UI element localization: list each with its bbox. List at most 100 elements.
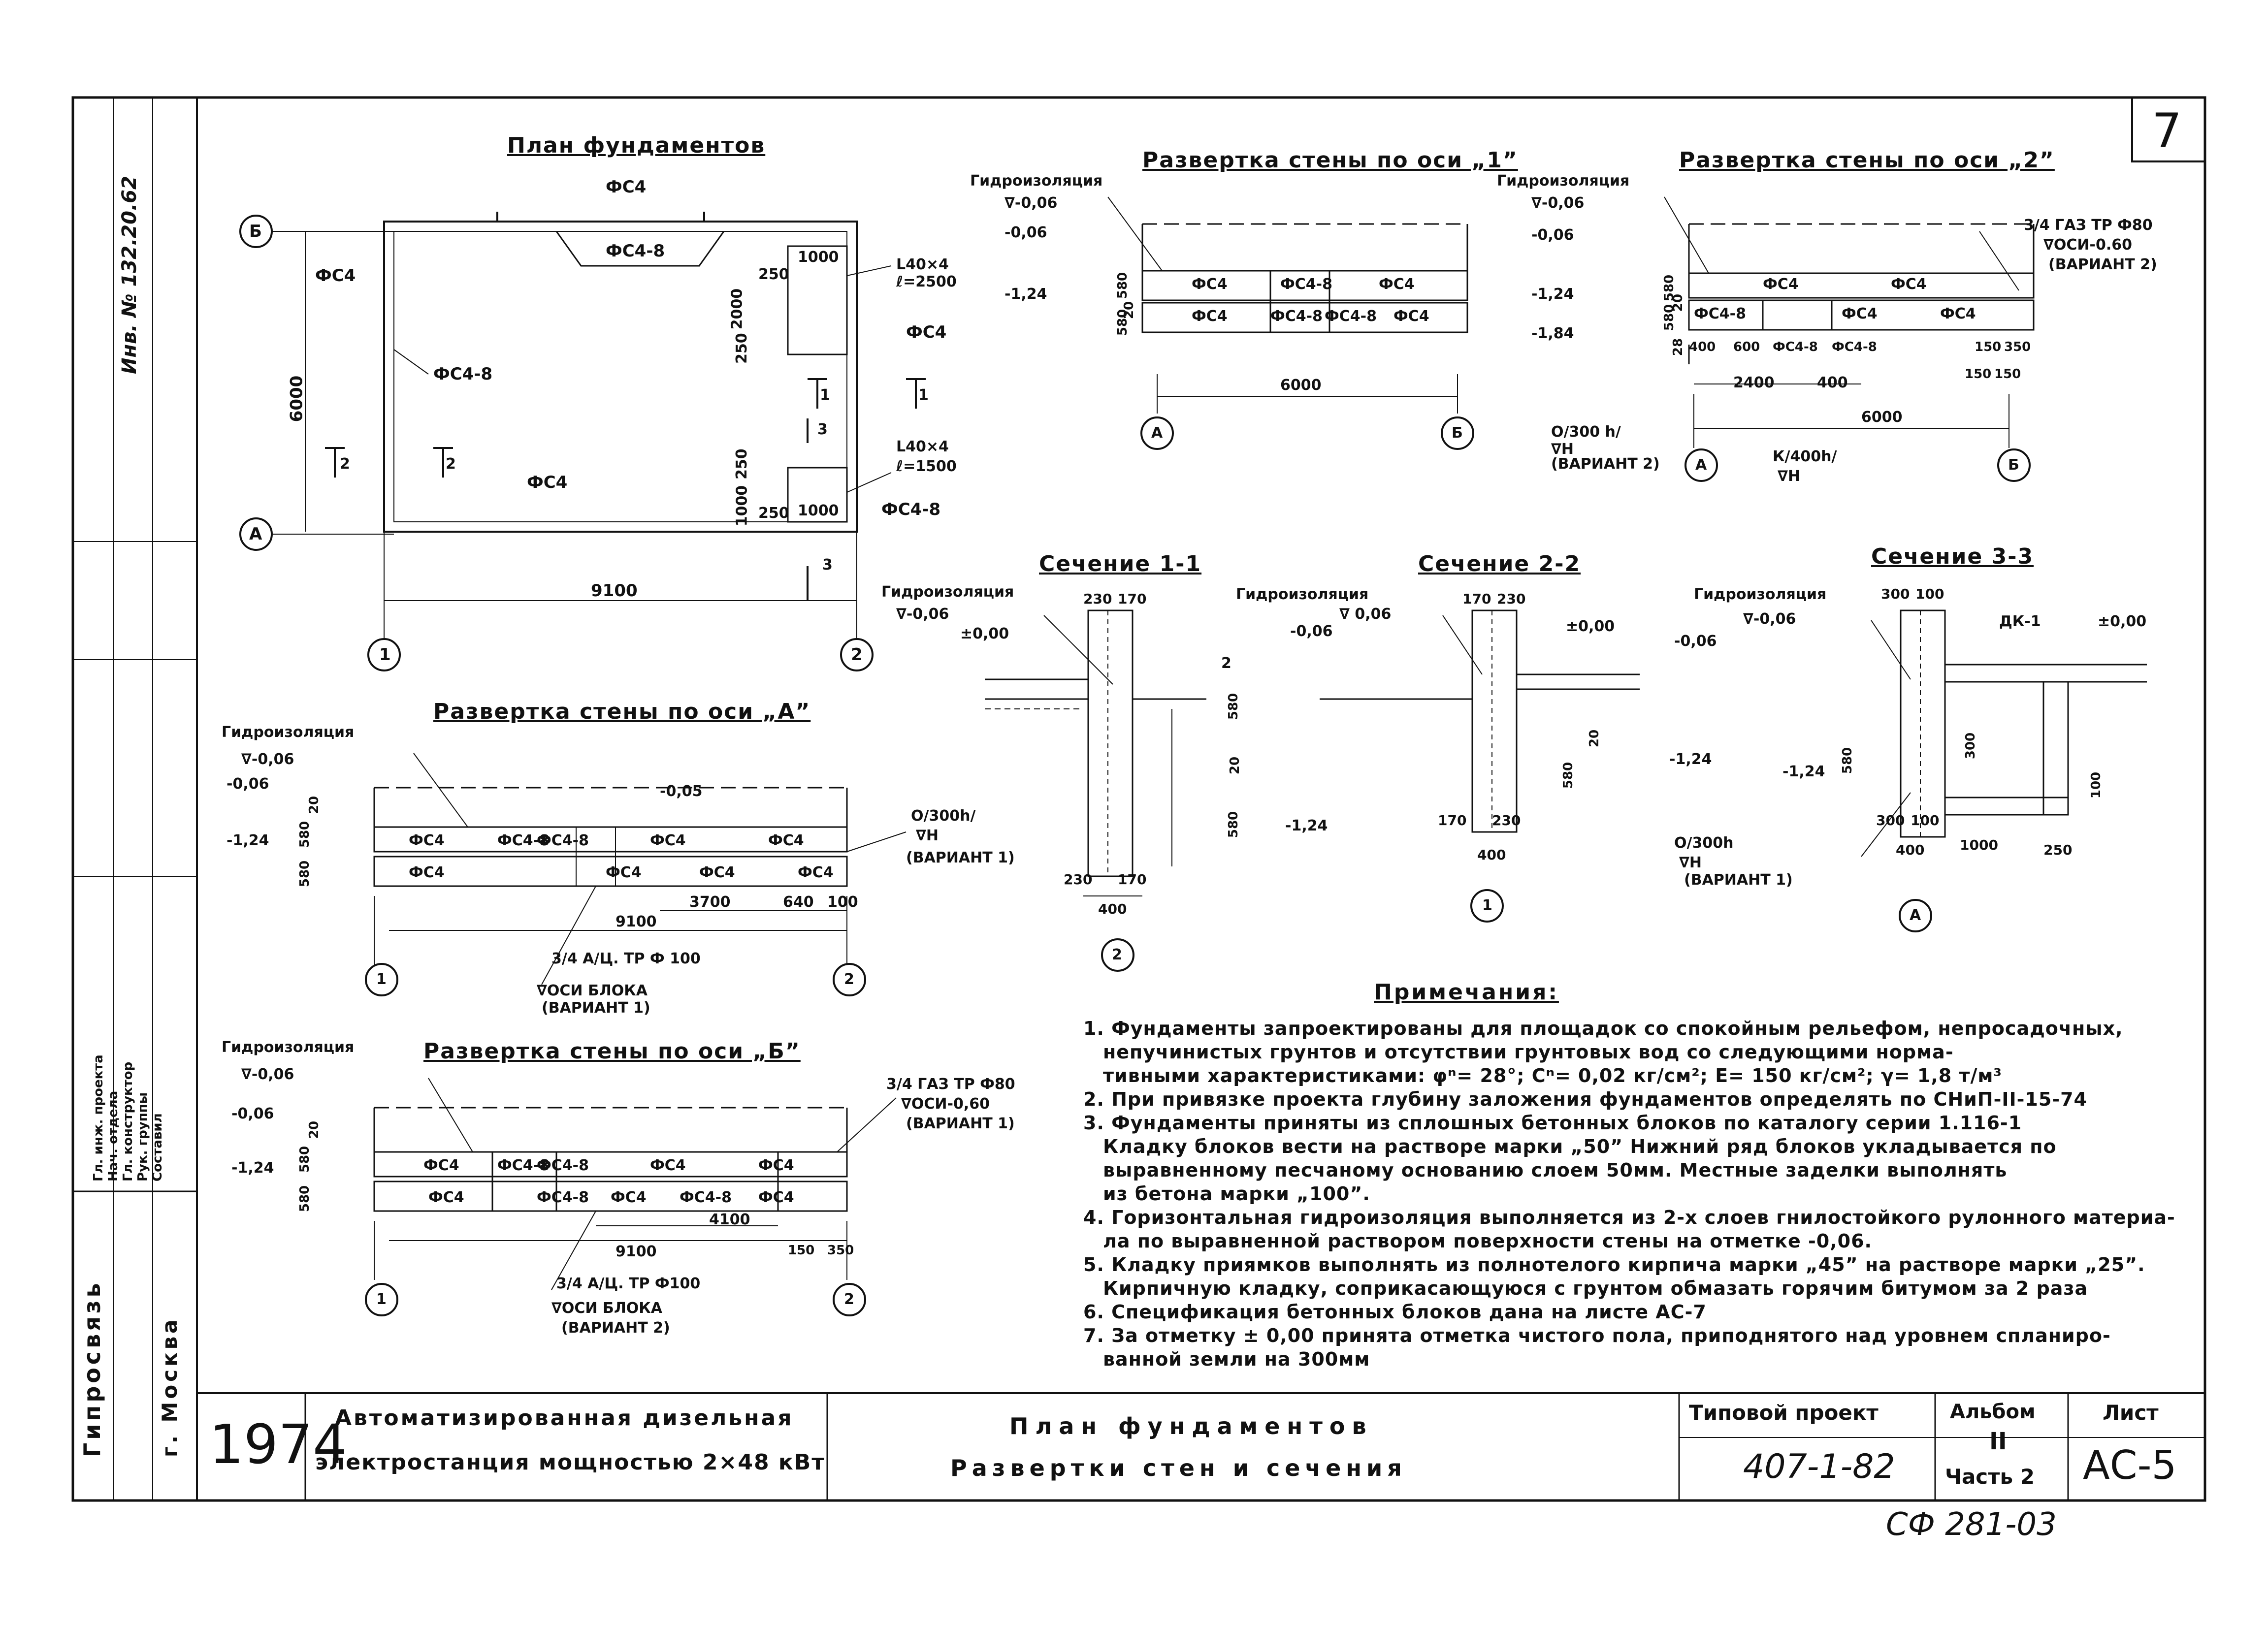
plan-dim-1000a: 1000 xyxy=(798,249,839,266)
note-line: тивными характеристиками: φⁿ= 28°; Cⁿ= 0… xyxy=(1103,1065,2003,1086)
sec22-d170b: 170 xyxy=(1438,812,1467,829)
sec22-level2: -0,06 xyxy=(1290,623,1333,640)
razv2-hydro: Гидроизоляция xyxy=(1497,172,1630,190)
razv2-d-fs48b: ФС4-8 xyxy=(1832,340,1877,354)
plan-axis-2: 2 xyxy=(851,645,863,665)
sec11-level-m124: -1,24 xyxy=(1285,817,1328,834)
sec11-level0: ±0,00 xyxy=(960,625,1009,642)
plan-dim-250d: 250 xyxy=(758,505,789,522)
stamp-part-label: Часть 2 xyxy=(1945,1465,2035,1489)
sec22-title: Сечение 2-2 xyxy=(1418,551,1581,576)
razv2-block-bot-1: ФС4 xyxy=(1842,305,1878,322)
note-line: 5. Кладку приямков выполнять из полнотел… xyxy=(1083,1254,2145,1276)
note-line: непучинистых грунтов и отсутствии грунто… xyxy=(1103,1041,1954,1063)
razvB-dim-9100: 9100 xyxy=(616,1243,657,1260)
razvA-block-bot-2: ФС4 xyxy=(699,864,735,881)
note-line: выравненному песчаному основанию слоем 5… xyxy=(1103,1159,2008,1181)
razv2-d600: 600 xyxy=(1733,340,1760,354)
plan-axis-b: Б xyxy=(249,222,262,241)
razvB-gas-axis: ∇ОСИ-0,60 xyxy=(901,1095,990,1113)
razv1-block-bot-0: ФС4 xyxy=(1192,308,1228,325)
razv2-block-bot-2: ФС4 xyxy=(1940,305,1976,322)
razvB-pipe: 3/4 А/Ц. ТР Ф100 xyxy=(556,1275,701,1292)
sec11-hydro: Гидроизоляция xyxy=(881,583,1014,601)
sec33-d100: 100 xyxy=(1915,586,1944,602)
razvB-hydro: Гидроизоляция xyxy=(222,1039,355,1056)
razvB-block-bot-3: ФС4-8 xyxy=(680,1189,732,1206)
razvB-block-top-3: ФС4 xyxy=(650,1157,686,1174)
sec22-d170: 170 xyxy=(1462,591,1491,607)
razvA-level1: ∇-0,06 xyxy=(241,751,294,768)
plan-dim-1000b: 1000 xyxy=(798,502,839,519)
razvA-level4: -1,24 xyxy=(227,832,269,849)
razvB-level1: ∇-0,06 xyxy=(241,1066,294,1083)
plan-title: План фундаментов xyxy=(507,133,766,158)
razvA-level2: -0,06 xyxy=(227,775,269,793)
razv1-hydro: Гидроизоляция xyxy=(970,172,1103,190)
stamp-sheet-label: Лист xyxy=(2103,1401,2159,1425)
razv2-dim-6000: 6000 xyxy=(1861,409,1903,426)
razv2-block-top-1: ФС4 xyxy=(1891,276,1927,293)
razvB-axis-2: 2 xyxy=(844,1291,854,1308)
stamp-album-label: Альбом xyxy=(1950,1401,2036,1423)
sec33-d300b: 300 xyxy=(1876,812,1905,829)
razv2-dim-400: 400 xyxy=(1817,374,1848,391)
plan-label-fs4-right: ФС4 xyxy=(906,322,947,342)
sec11-title: Сечение 1-1 xyxy=(1039,551,1202,576)
plan-angle2: L40×4 xyxy=(896,438,949,455)
razv2-d150c: 150 xyxy=(1994,367,2021,382)
sec22-hydro: Гидроизоляция xyxy=(1236,586,1369,603)
razv2-axis-b: Б xyxy=(2008,456,2019,474)
plan-angle2-length: ℓ=1500 xyxy=(896,458,957,475)
stamp-sheet-value: АС-5 xyxy=(2083,1442,2177,1488)
razv2-vh: ∇Н xyxy=(1551,441,1574,458)
razv2-d150a: 150 xyxy=(1975,340,2002,354)
plan-label-fs4-bottom: ФС4 xyxy=(527,473,568,492)
razvA-block-bot-1: ФС4 xyxy=(606,864,642,881)
sec11-d170: 170 xyxy=(1118,591,1147,607)
razv2-block-top-0: ФС4 xyxy=(1763,276,1799,293)
razvB-block-top-0: ФС4 xyxy=(423,1157,459,1174)
sec11-d230: 230 xyxy=(1083,591,1112,607)
razvA-title: Развертка стены по оси „А” xyxy=(433,699,811,724)
sec33-v300: 300 xyxy=(1963,732,1978,760)
sec22-d400: 400 xyxy=(1477,847,1506,863)
razvB-pipe-axis: ∇ОСИ БЛОКА xyxy=(551,1300,662,1317)
sec22-level0: ±0,00 xyxy=(1566,618,1615,635)
razv1-block-bot-1: ФС4-8 xyxy=(1270,308,1323,325)
plan-angle1: L40×4 xyxy=(896,256,949,273)
plan-axis-a: А xyxy=(249,524,262,544)
razvA-o300: О/300h/ xyxy=(911,807,976,825)
plan-angle1-length: ℓ=2500 xyxy=(896,273,957,290)
side-top-code: Инв. № 132.20.62 xyxy=(118,176,141,374)
sec22-level-m124: -1,24 xyxy=(1669,751,1712,768)
plan-cut-3: 3 xyxy=(817,421,828,438)
razv2-dim-2400: 2400 xyxy=(1733,374,1775,391)
note-line: 1. Фундаменты запроектированы для площад… xyxy=(1083,1018,2123,1039)
stamp-drawing-line2: Развертки стен и сечения xyxy=(950,1455,1407,1481)
razvA-pipe: 3/4 А/Ц. ТР Ф 100 xyxy=(551,950,701,967)
sec33-title: Сечение 3-3 xyxy=(1871,544,2034,569)
razvB-block-bot-1: ФС4-8 xyxy=(537,1189,589,1206)
razvB-block-top-2: ФС4-8 xyxy=(537,1157,589,1174)
razv1-title: Развертка стены по оси „1” xyxy=(1142,148,1518,173)
sec33-level-m124: -1,24 xyxy=(1782,763,1825,780)
side-role-4: Составил xyxy=(150,1113,165,1181)
sec22-axis: 1 xyxy=(1482,897,1492,914)
razvA-dim-3700: 3700 xyxy=(689,894,731,911)
note-line: 2. При привязке проекта глубину заложени… xyxy=(1083,1088,2087,1110)
side-role-3: Рук. группы xyxy=(135,1092,150,1181)
sec22-level1: ∇ 0,06 xyxy=(1339,606,1392,623)
plan-dim-250a: 250 xyxy=(758,266,789,283)
stamp-project-line1: Автоматизированная дизельная xyxy=(335,1405,794,1431)
razvA-hydro: Гидроизоляция xyxy=(222,724,355,741)
razv2-level4: -1,84 xyxy=(1531,325,1574,342)
razvA-axis-2: 2 xyxy=(844,971,854,988)
razvB-title: Развертка стены по оси „Б” xyxy=(423,1039,801,1064)
sec33-d100b: 100 xyxy=(1911,812,1940,829)
razv2-o300: О/300 h/ xyxy=(1551,423,1621,441)
razv2-d150b: 150 xyxy=(1965,367,1992,382)
